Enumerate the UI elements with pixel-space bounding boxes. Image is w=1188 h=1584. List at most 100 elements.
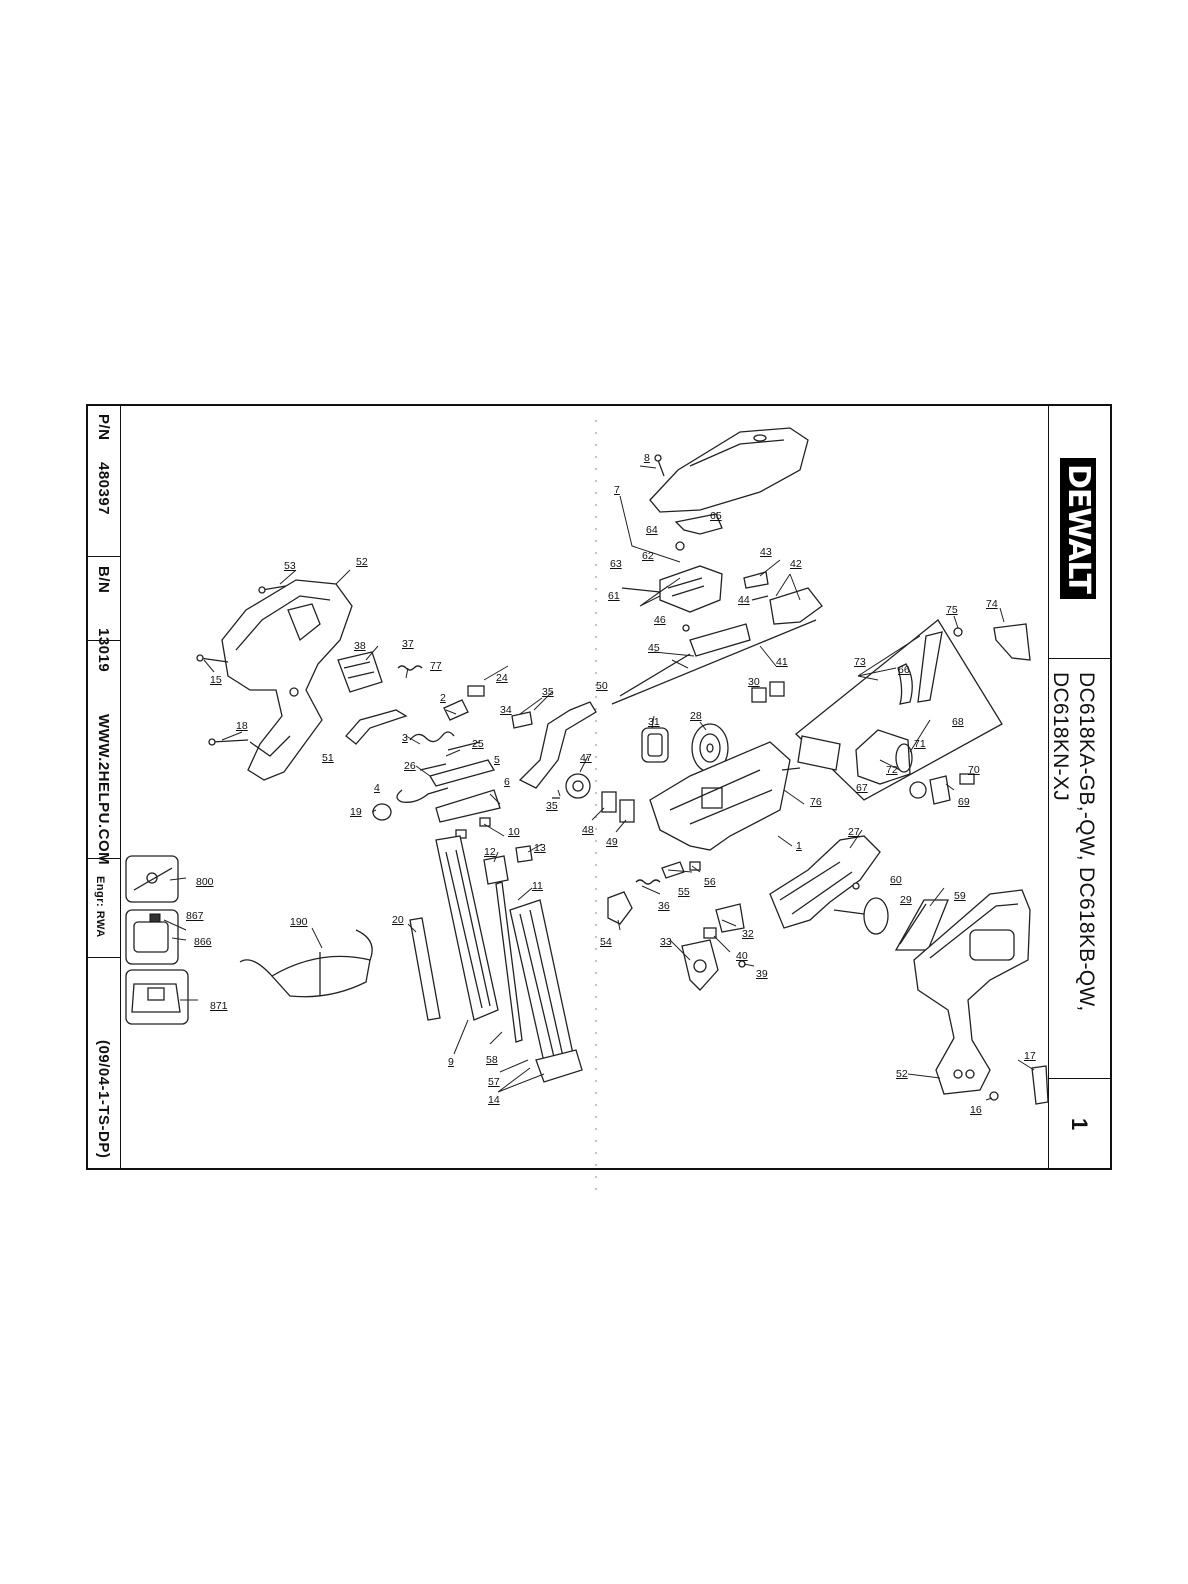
callout-871: 871: [210, 1000, 228, 1012]
callout-49: 49: [606, 836, 618, 848]
callout-27: 27: [848, 826, 860, 838]
callout-51: 51: [322, 752, 334, 764]
callout-7: 7: [614, 484, 620, 496]
switch-assembly: [337, 651, 423, 693]
header-row-line: [1048, 658, 1112, 659]
callout-25: 25: [472, 738, 484, 750]
callout-72: 72: [886, 764, 898, 776]
callout-28: 28: [690, 710, 702, 722]
callout-2: 2: [440, 692, 446, 704]
parts-16-17: [989, 1065, 1049, 1105]
accessory-boxes: [125, 855, 189, 1025]
callout-61: 61: [608, 590, 620, 602]
title-block-row-line: [86, 640, 120, 641]
lever-51: [345, 709, 408, 745]
callout-9: 9: [448, 1056, 454, 1068]
magazine-assembly: [435, 835, 583, 1083]
title-block-row-line: [86, 957, 120, 958]
callout-60: 60: [890, 874, 902, 886]
screws-left: [196, 585, 287, 746]
parts-47-48-49: [565, 773, 635, 823]
callout-52-right: 52: [896, 1068, 908, 1080]
callout-48: 48: [582, 824, 594, 836]
callout-41: 41: [776, 656, 788, 668]
callout-55: 55: [678, 886, 690, 898]
callout-73: 73: [854, 656, 866, 668]
callout-42: 42: [790, 558, 802, 570]
callout-45: 45: [648, 642, 660, 654]
callout-58: 58: [486, 1054, 498, 1066]
callout-800: 800: [196, 876, 214, 888]
callout-36: 36: [658, 900, 670, 912]
callout-190: 190: [290, 916, 308, 928]
callout-38: 38: [354, 640, 366, 652]
callout-4: 4: [374, 782, 380, 794]
motor-assembly: [795, 619, 1003, 805]
callout-65: 65: [710, 510, 722, 522]
callout-50: 50: [596, 680, 608, 692]
callout-15: 15: [210, 674, 222, 686]
housing-right-half: [913, 889, 1031, 1095]
callout-29: 29: [900, 894, 912, 906]
nail-strip-20: [409, 917, 441, 1021]
callout-69: 69: [958, 796, 970, 808]
callout-32: 32: [742, 928, 754, 940]
callout-68: 68: [952, 716, 964, 728]
callout-16: 16: [970, 1104, 982, 1116]
callout-52-left: 52: [356, 556, 368, 568]
safety-glasses: [239, 929, 373, 998]
callout-19: 19: [350, 806, 362, 818]
callout-12: 12: [484, 846, 496, 858]
callout-26: 26: [404, 760, 416, 772]
housing-left-half: [221, 579, 353, 781]
callout-35-lower: 35: [546, 800, 558, 812]
callout-54: 54: [600, 936, 612, 948]
callout-3: 3: [402, 732, 408, 744]
parts-34-35-50: [511, 701, 597, 799]
callout-17: 17: [1024, 1050, 1036, 1062]
callout-67: 67: [856, 782, 868, 794]
callout-1: 1: [796, 840, 802, 852]
callout-74: 74: [986, 598, 998, 610]
lower-drive: [769, 835, 949, 951]
callout-75: 75: [946, 604, 958, 616]
callout-37: 37: [402, 638, 414, 650]
drive-mechanism: [611, 565, 823, 705]
callout-71: 71: [914, 738, 926, 750]
trigger-and-contact-parts: [607, 861, 746, 991]
callout-30: 30: [748, 676, 760, 688]
callout-11: 11: [532, 880, 543, 892]
callout-39: 39: [756, 968, 768, 980]
callout-10: 10: [508, 826, 520, 838]
callout-14: 14: [488, 1094, 500, 1106]
title-block-divider: [120, 404, 121, 1170]
callout-64: 64: [646, 524, 658, 536]
top-cover: [649, 427, 809, 551]
callout-62: 62: [642, 550, 654, 562]
callout-24: 24: [496, 672, 508, 684]
callout-866: 866: [194, 936, 212, 948]
callout-57: 57: [488, 1076, 500, 1088]
callout-34: 34: [500, 704, 512, 716]
flywheel-assembly: [641, 681, 785, 773]
callout-44: 44: [738, 594, 750, 606]
callout-5: 5: [494, 754, 500, 766]
callout-56: 56: [704, 876, 716, 888]
callout-35-upper: 35: [542, 686, 554, 698]
callout-31: 31: [648, 716, 660, 728]
callout-33: 33: [660, 936, 672, 948]
callout-59: 59: [954, 890, 966, 902]
parts-12-13: [483, 845, 533, 885]
callout-46: 46: [654, 614, 666, 626]
callout-867: 867: [186, 910, 204, 922]
drawing-frame: [86, 404, 1112, 1170]
small-parts-left: [372, 685, 501, 839]
callout-8: 8: [644, 452, 650, 464]
title-block-row-line: [86, 858, 120, 859]
callout-70: 70: [968, 764, 980, 776]
callout-77: 77: [430, 660, 442, 672]
title-block-row-line: [86, 556, 120, 557]
callout-63: 63: [610, 558, 622, 570]
